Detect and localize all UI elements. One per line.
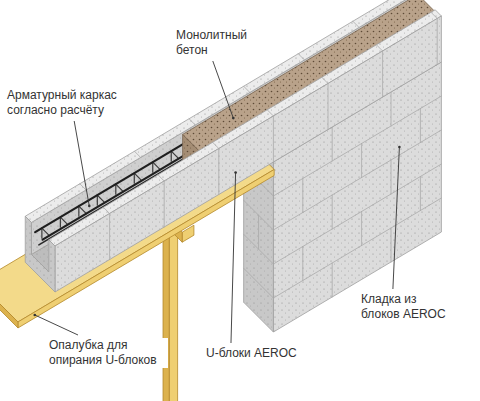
rebar-stirrup [116,184,123,191]
u-block-front [55,16,441,292]
leader-line [213,61,234,118]
masonry-joint [273,164,441,264]
masonry-joint [332,195,333,229]
part-label: Монолитный бетон [175,28,259,58]
leader-dot [398,146,401,149]
masonry-joint [332,127,333,161]
masonry-joint [361,212,362,246]
rebar-stirrup [79,206,86,213]
u-block-joint [267,110,273,116]
u-block-joint [213,142,219,148]
masonry-joint [332,263,333,297]
rebar-stirrup [97,195,104,202]
masonry-joint [361,144,362,178]
leader-dot [33,314,36,317]
masonry-joint [420,177,421,211]
masonry-joint [302,179,303,213]
leader-line [393,147,400,289]
u-block-joint [353,21,359,27]
masonry-joint [273,198,441,298]
u-block-joint [322,77,328,83]
rebar-stirrup [42,228,49,235]
u-block-joint [298,54,304,60]
masonry-joint [391,92,392,126]
leader-dot [234,171,237,174]
leader-line [231,173,236,344]
u-block-joint [109,214,110,260]
masonry-joint [302,247,303,281]
u-block-end-texture [25,216,55,292]
u-block-joint [273,116,274,162]
part-label: Опалубка для опирания U-блоков [48,338,168,368]
u-block-joint [164,181,165,227]
leader-line [35,315,78,335]
u-block-joint [189,119,195,125]
u-block-front-texture [55,16,441,292]
masonry-joint [391,160,392,194]
leader-dot [88,205,91,208]
u-block-joint [244,86,250,92]
rebar-stirrup [153,162,160,169]
part-label: Кладка из блоков AEROC [360,292,454,322]
leader-line [74,121,89,206]
rebar-stirrup [134,173,141,180]
u-block-joint [134,151,140,157]
u-block-joint [328,84,329,130]
u-block-joint [437,19,438,65]
u-block-joint [382,51,383,97]
u-block-joint [103,207,109,213]
rebar-stirrup [171,151,178,158]
u-block-joint [158,175,164,181]
u-block-top [49,10,442,246]
rebar-stirrup [60,217,67,224]
illustration-group [0,0,441,401]
leader-dot [232,117,235,120]
u-block-joint [431,12,437,18]
u-block-end [25,216,55,292]
masonry-joint [244,268,274,298]
u-block-joint [218,149,219,195]
masonry-joint [420,109,421,143]
formwork-board-end [0,282,18,328]
masonry-joint [391,228,392,262]
u-block-joint [376,45,382,51]
part-label: U-блоки AEROC [205,346,298,361]
masonry-joint [258,215,259,249]
part-label: Арматурный каркас согласно расчёту [6,88,130,118]
u-block-top-texture [49,10,442,246]
